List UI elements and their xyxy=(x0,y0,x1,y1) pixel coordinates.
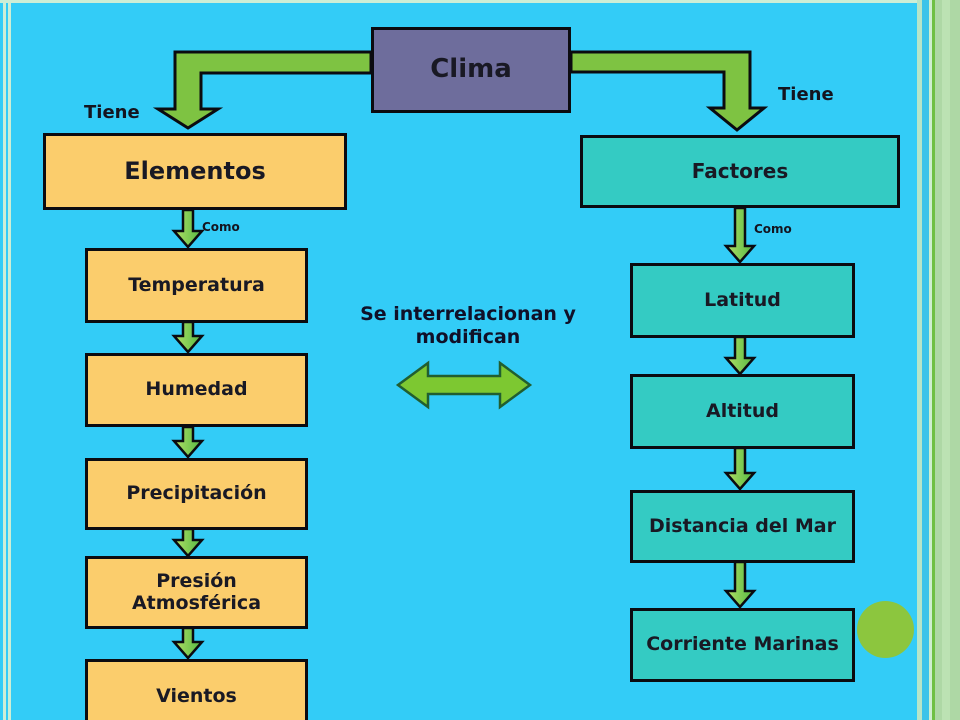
factor-label: Distancia del Mar xyxy=(649,514,836,537)
branch-header-elementos: Elementos xyxy=(43,133,347,210)
element-box-humedad: Humedad xyxy=(85,353,308,427)
element-label: Vientos xyxy=(156,684,237,707)
frame-left-line-1 xyxy=(3,0,6,720)
frame-right-cyan-stripe xyxy=(922,0,929,720)
relation-label-como-left: Como xyxy=(202,220,240,234)
factor-box-altitud: Altitud xyxy=(630,374,855,449)
element-box-vientos: Vientos xyxy=(85,659,308,720)
down-arrow-icon xyxy=(171,208,205,249)
element-label: Temperatura xyxy=(128,273,265,296)
root-label: Clima xyxy=(430,54,512,85)
element-box-presion-atmosferica: Presión Atmosférica xyxy=(85,556,308,629)
frame-right-pale-stripe xyxy=(929,0,932,720)
root-node-clima: Clima xyxy=(371,27,571,113)
factor-label: Altitud xyxy=(705,399,780,422)
element-label: Presión Atmosférica xyxy=(131,569,262,614)
double-arrow-icon xyxy=(395,360,533,410)
frame-right-mint-stripe xyxy=(917,0,922,720)
frame-right-green-line xyxy=(932,0,935,720)
element-box-temperatura: Temperatura xyxy=(85,248,308,323)
element-label: Precipitación xyxy=(126,482,267,505)
down-arrow-icon xyxy=(723,560,757,609)
center-note: Se interrelacionan y modifican xyxy=(360,303,576,348)
element-label: Humedad xyxy=(145,378,248,401)
down-arrow-icon xyxy=(723,335,757,376)
factor-label: Corriente Marinas xyxy=(646,633,839,656)
branch-header-factores: Factores xyxy=(580,135,900,208)
factor-label: Latitud xyxy=(704,288,781,311)
green-circle-decoration xyxy=(857,601,914,658)
frame-right-sage-panel xyxy=(935,0,960,720)
relation-label-tiene-left: Tiene xyxy=(84,102,140,123)
down-arrow-icon xyxy=(723,446,757,491)
relation-label-tiene-right: Tiene xyxy=(778,84,834,105)
factor-box-latitud: Latitud xyxy=(630,263,855,338)
down-arrow-icon xyxy=(723,206,757,264)
frame-left-line-2 xyxy=(8,0,11,720)
branch-header-label: Elementos xyxy=(124,156,266,185)
relation-label-como-right: Como xyxy=(754,222,792,236)
down-arrow-icon xyxy=(171,626,205,660)
factor-box-distancia-del-mar: Distancia del Mar xyxy=(630,490,855,563)
elbow-arrow-left-icon xyxy=(152,50,373,130)
factor-box-corriente-marinas: Corriente Marinas xyxy=(630,608,855,682)
frame-top-line xyxy=(0,0,934,3)
branch-header-label: Factores xyxy=(691,159,789,183)
element-box-precipitacion: Precipitación xyxy=(85,458,308,530)
down-arrow-icon xyxy=(171,425,205,459)
elbow-arrow-right-icon xyxy=(569,50,769,132)
down-arrow-icon xyxy=(171,527,205,558)
down-arrow-icon xyxy=(171,320,205,354)
